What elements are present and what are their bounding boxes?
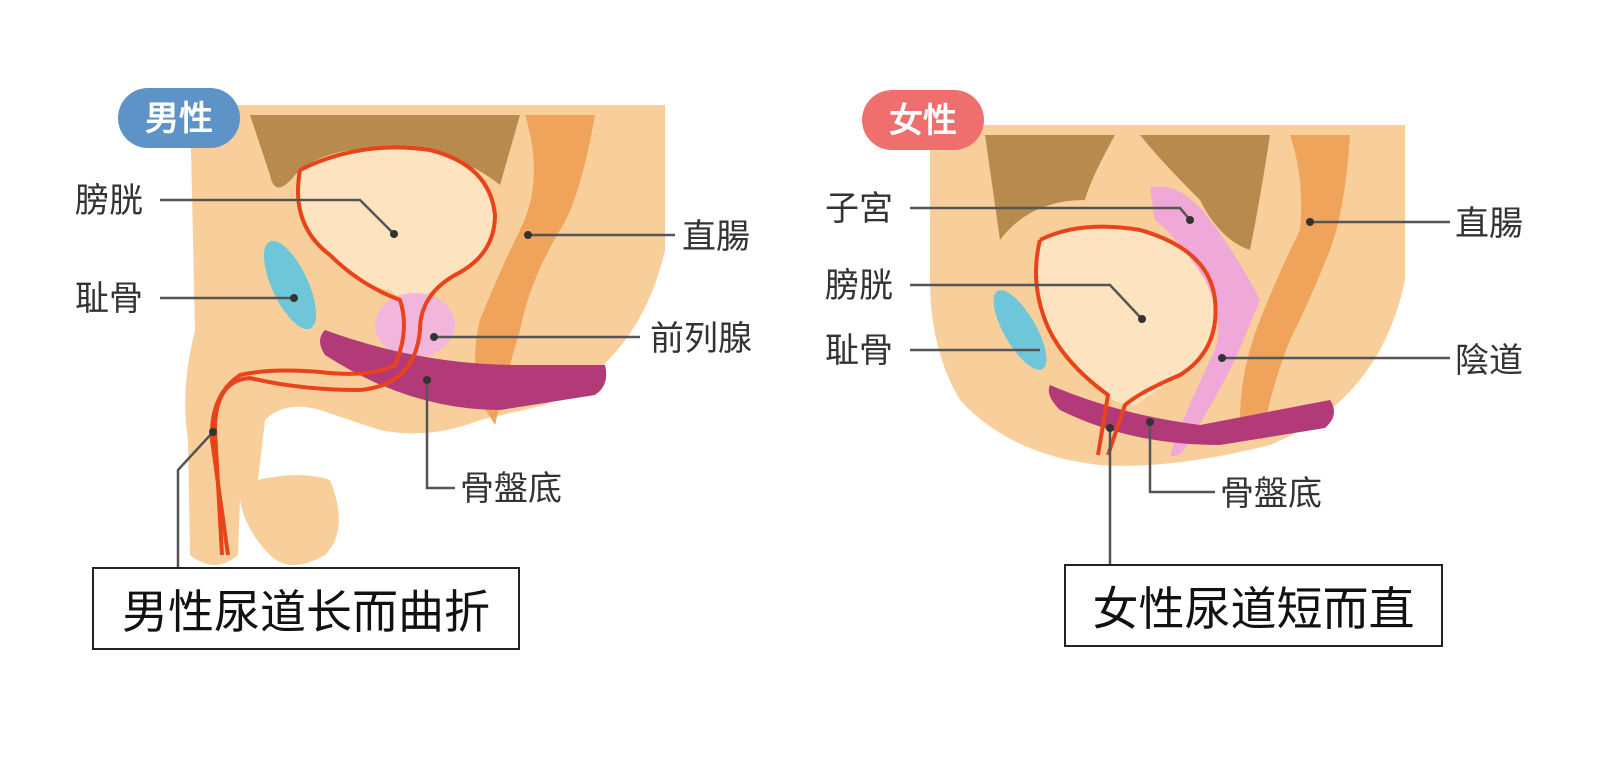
female-urethra-inner (1034, 239, 1111, 456)
female-badge-text: 女性 (889, 101, 957, 141)
male-bladder (298, 147, 495, 300)
male-pubis (263, 240, 317, 330)
female-label-pubis: 耻骨 (825, 331, 893, 371)
leader-dot (1138, 315, 1146, 323)
leader-line (910, 283, 1141, 318)
female-rectum (1240, 135, 1350, 440)
female-sacrum (985, 135, 1115, 240)
male-label-pelvic-floor: 骨盤底 (460, 469, 562, 509)
leader-dot (1146, 418, 1154, 426)
leader-dot (430, 333, 438, 341)
male-urethra (212, 145, 498, 556)
female-label-pelvic-floor: 骨盤底 (1220, 474, 1322, 514)
leader-dot (1306, 218, 1314, 226)
female-label-vagina: 陰道 (1455, 341, 1523, 381)
female-label-rectum: 直腸 (1455, 204, 1523, 244)
male-badge (118, 88, 240, 148)
male-rectum (475, 115, 595, 425)
male-label-bladder: 膀胱 (75, 181, 143, 221)
leader-line (910, 206, 1191, 221)
male-badge-text: 男性 (145, 99, 213, 139)
male-label-rectum: 直腸 (682, 217, 750, 257)
female-pelvic-floor (1048, 385, 1334, 445)
leader-line (176, 431, 214, 567)
female-label-bladder: 膀胱 (825, 266, 893, 306)
female-label-uterus: 子宮 (825, 189, 893, 229)
female-sacrum-right (1140, 135, 1270, 250)
female-uterus (1150, 186, 1260, 456)
leader-dot (390, 230, 398, 238)
male-label-prostate: 前列腺 (650, 319, 752, 359)
female-badge (862, 90, 984, 150)
female-urethra (1039, 224, 1218, 456)
leader-dot (290, 294, 298, 302)
leader-line (1148, 422, 1215, 494)
leader-dot (524, 231, 532, 239)
male-sacrum (250, 115, 520, 188)
female-anatomy: 女性 子宮 直腸 膀胱 耻骨 陰道 骨盤底 (825, 90, 1523, 564)
leader-dot (1106, 424, 1114, 432)
leader-dot (209, 428, 217, 436)
leader-dot (1186, 216, 1194, 224)
female-caption: 女性尿道短而直 (1064, 564, 1443, 647)
male-urethra-inner (209, 169, 406, 556)
leader-dot (1218, 354, 1226, 362)
male-label-pubis: 耻骨 (75, 279, 143, 319)
female-bladder (1036, 226, 1216, 405)
leader-dot (423, 376, 431, 384)
male-prostate (375, 293, 455, 357)
male-anatomy: 男性 膀胱 耻骨 直腸 前列腺 骨盤底 (75, 88, 752, 567)
male-pelvic-floor (320, 330, 607, 410)
leader-line (160, 198, 393, 233)
leader-line (425, 380, 455, 490)
male-caption: 男性尿道长而曲折 (92, 567, 520, 650)
